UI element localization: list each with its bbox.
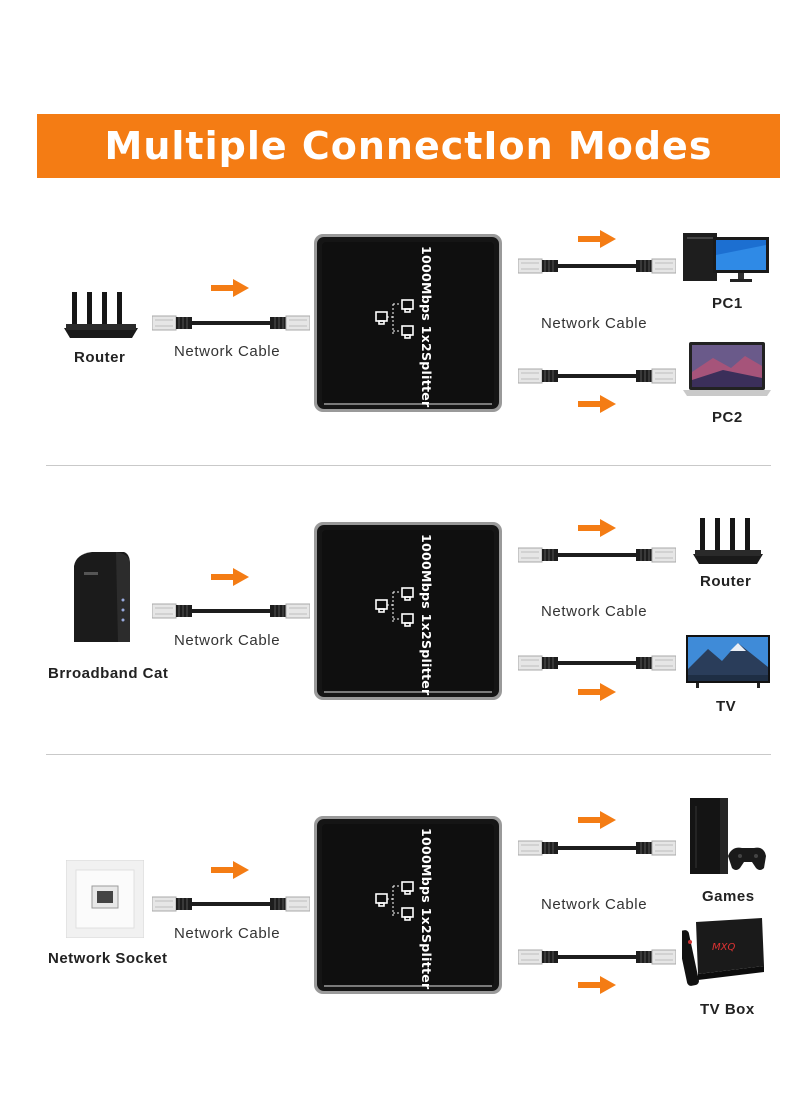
output-network-cable-2: [518, 949, 676, 965]
input-cable-label: Network Cable: [174, 343, 281, 360]
laptop-icon: [683, 342, 771, 400]
arrow-icon: [578, 230, 616, 248]
output-label-2: TV: [716, 698, 737, 715]
router-icon: [691, 518, 767, 568]
input-network-cable: [152, 603, 310, 619]
source-label: Network Socket: [48, 950, 168, 967]
section-divider: [46, 754, 771, 755]
desktop-pc-icon: [683, 231, 771, 283]
svg-text:MXQ: MXQ: [712, 942, 735, 953]
output-network-cable-2: [518, 368, 676, 384]
splitter-device: 1000Mbps 1x2Splitter: [313, 815, 503, 995]
wall-socket-icon: [65, 859, 145, 939]
router-icon: [62, 292, 142, 344]
input-cable-label: Network Cable: [174, 632, 281, 649]
title-banner: Multiple ConnectIon Modes: [37, 114, 780, 178]
connection-mode-2: Brroadband Cat Network Cable 1000Mbps 1x…: [0, 490, 800, 780]
arrow-icon: [211, 861, 249, 879]
modem-icon: [68, 550, 134, 646]
splitter-label: 1000Mbps 1x2Splitter: [419, 828, 434, 990]
page-title: Multiple ConnectIon Modes: [104, 124, 713, 168]
source-label: Brroadband Cat: [48, 665, 169, 682]
section-divider: [46, 465, 771, 466]
output-label-2: PC2: [712, 409, 743, 426]
tv-box-icon: MXQ: [677, 916, 766, 990]
connection-mode-1: Router Network Cable 1000Mbps 1x2Splitte…: [0, 200, 800, 490]
tv-icon: [686, 635, 770, 689]
output-cable-label: Network Cable: [541, 896, 648, 913]
splitter-device: 1000Mbps 1x2Splitter: [313, 233, 503, 413]
arrow-icon: [578, 519, 616, 537]
arrow-icon: [578, 683, 616, 701]
arrow-icon: [211, 279, 249, 297]
arrow-icon: [578, 976, 616, 994]
input-network-cable: [152, 315, 310, 331]
output-label-1: Games: [702, 888, 755, 905]
output-label-1: Router: [700, 573, 752, 590]
output-cable-label: Network Cable: [541, 603, 648, 620]
input-cable-label: Network Cable: [174, 925, 281, 942]
output-network-cable-1: [518, 547, 676, 563]
output-network-cable-1: [518, 258, 676, 274]
source-label: Router: [74, 349, 126, 366]
game-console-icon: [688, 798, 768, 876]
splitter-label: 1000Mbps 1x2Splitter: [419, 534, 434, 696]
arrow-icon: [211, 568, 249, 586]
output-network-cable-1: [518, 840, 676, 856]
output-label-1: PC1: [712, 295, 743, 312]
output-label-2: TV Box: [700, 1001, 755, 1018]
arrow-icon: [578, 811, 616, 829]
output-cable-label: Network Cable: [541, 315, 648, 332]
splitter-label: 1000Mbps 1x2Splitter: [419, 246, 434, 408]
input-network-cable: [152, 896, 310, 912]
connection-mode-3: Network Socket Network Cable 1000Mbps 1x…: [0, 780, 800, 1070]
splitter-device: 1000Mbps 1x2Splitter: [313, 521, 503, 701]
arrow-icon: [578, 395, 616, 413]
output-network-cable-2: [518, 655, 676, 671]
